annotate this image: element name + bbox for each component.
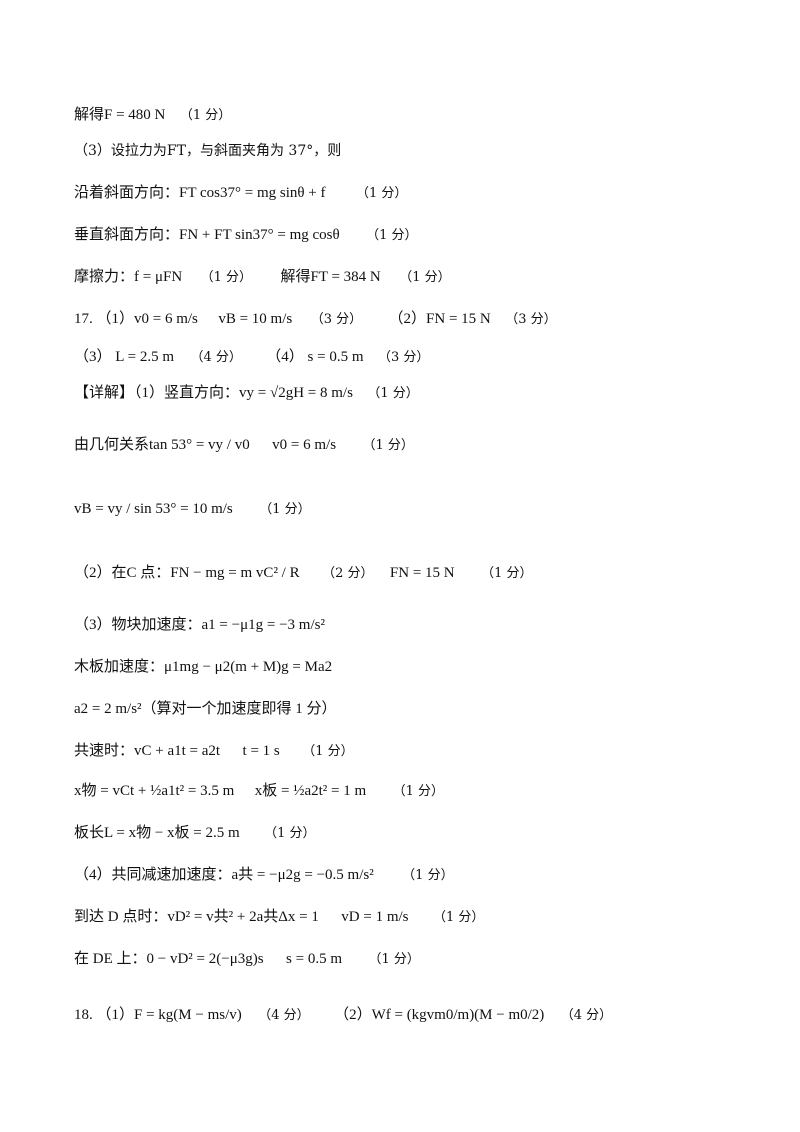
equation: 17. （1）v0 = 6 m/s bbox=[74, 311, 198, 327]
equation: （4） s = 0.5 m bbox=[266, 349, 364, 365]
score: （1 分） bbox=[392, 784, 445, 799]
equation: a2 = 2 m/s²（算对一个加速度即得 1 分） bbox=[74, 701, 337, 717]
equation: 板长L = x物 − x板 = 2.5 m bbox=[74, 825, 240, 841]
score: （4 分） bbox=[560, 1008, 613, 1023]
score: （3 分） bbox=[310, 312, 363, 327]
line-12: （3）物块加速度：a1 = −μ1g = −3 m/s² bbox=[74, 614, 325, 636]
line-7: （3） L = 2.5 m （4 分） （4） s = 0.5 m （3 分） bbox=[74, 346, 429, 369]
line-15: 共速时：vC + a1t = a2t t = 1 s （1 分） bbox=[74, 740, 354, 763]
equation: v0 = 6 m/s bbox=[272, 437, 337, 453]
score: （3 分） bbox=[505, 312, 557, 327]
equation: （2）Wf = (kgvm0/m)(M − m0/2) bbox=[334, 1007, 545, 1023]
line-5: 摩擦力：f = μFN （1 分） 解得FT = 384 N （1 分） bbox=[74, 266, 451, 289]
equation: 18. （1）F = kg(M − ms/v) bbox=[74, 1007, 242, 1023]
equation: t = 1 s bbox=[242, 743, 280, 759]
equation: 共速时：vC + a1t = a2t bbox=[74, 743, 221, 759]
score: （1 分） bbox=[481, 566, 533, 581]
score: （1 分） bbox=[259, 502, 311, 517]
equation: 木板加速度：μ1mg − μ2(m + M)g = Ma2 bbox=[74, 659, 333, 675]
equation: 垂直斜面方向：FN + FT sin37° = mg cosθ bbox=[74, 227, 340, 243]
equation: （3） L = 2.5 m bbox=[74, 349, 174, 365]
score: （1 分） bbox=[302, 744, 354, 759]
equation: s = 0.5 m bbox=[286, 951, 342, 967]
line-16: x物 = vCt + ½a1t² = 3.5 m x板 = ½a2t² = 1 … bbox=[74, 780, 444, 803]
score: （1 分） bbox=[368, 952, 420, 967]
text: （3）设拉力为FT，与斜面夹角为 37°，则 bbox=[74, 143, 342, 159]
line-8: 【详解】（1）竖直方向：vy = √2gH = 8 m/s （1 分） bbox=[74, 382, 419, 405]
line-2: （3）设拉力为FT，与斜面夹角为 37°，则 bbox=[74, 140, 341, 162]
line-3: 沿着斜面方向：FT cos37° = mg sinθ + f （1 分） bbox=[74, 182, 407, 205]
equation: 解得FT = 384 N bbox=[280, 269, 381, 285]
score: （1 分） bbox=[200, 270, 253, 285]
score: （4 分） bbox=[190, 350, 242, 365]
equation: 摩擦力：f = μFN bbox=[74, 269, 183, 285]
score: （1 分） bbox=[264, 826, 316, 841]
equation: x物 = vCt + ½a1t² = 3.5 m bbox=[74, 783, 235, 799]
equation: FN = 15 N bbox=[389, 565, 455, 581]
equation: 沿着斜面方向：FT cos37° = mg sinθ + f bbox=[74, 185, 326, 201]
equation: 在 DE 上：0 − vD² = 2(−μ3g)s bbox=[74, 951, 264, 967]
equation: vB = 10 m/s bbox=[218, 311, 293, 327]
score: （1 分） bbox=[402, 868, 454, 883]
line-20: 在 DE 上：0 − vD² = 2(−μ3g)s s = 0.5 m （1 分… bbox=[74, 948, 420, 971]
equation: （2）在C 点：FN − mg = m vC² / R bbox=[74, 565, 300, 581]
equation: 由几何关系tan 53° = vy / v0 bbox=[74, 437, 250, 453]
score: （3 分） bbox=[377, 350, 430, 365]
line-9: 由几何关系tan 53° = vy / v0 v0 = 6 m/s （1 分） bbox=[74, 434, 414, 457]
score: （1 分） bbox=[355, 186, 408, 201]
equation: vD = 1 m/s bbox=[341, 909, 409, 925]
equation: 【详解】（1）竖直方向：vy = √2gH = 8 m/s bbox=[74, 385, 353, 401]
score: （1 分） bbox=[399, 270, 451, 285]
equation: （2）FN = 15 N bbox=[388, 311, 491, 327]
score: （4 分） bbox=[258, 1008, 310, 1023]
line-14: a2 = 2 m/s²（算对一个加速度即得 1 分） bbox=[74, 698, 337, 720]
line-13: 木板加速度：μ1mg − μ2(m + M)g = Ma2 bbox=[74, 656, 332, 678]
equation: vB = vy / sin 53° = 10 m/s bbox=[74, 501, 233, 517]
line-19: 到达 D 点时：vD² = v共² + 2a共Δx = 1 vD = 1 m/s… bbox=[74, 906, 484, 929]
score: （1 分） bbox=[367, 386, 419, 401]
line-21: 18. （1）F = kg(M − ms/v) （4 分） （2）Wf = (k… bbox=[74, 1004, 612, 1027]
score: （2 分） bbox=[322, 566, 374, 581]
equation: 解得F = 480 N bbox=[74, 107, 166, 123]
equation: （3）物块加速度：a1 = −μ1g = −3 m/s² bbox=[74, 617, 325, 633]
line-11: （2）在C 点：FN − mg = m vC² / R （2 分） FN = 1… bbox=[74, 562, 533, 585]
line-6: 17. （1）v0 = 6 m/s vB = 10 m/s （3 分） （2）F… bbox=[74, 308, 557, 331]
score: （1 分） bbox=[432, 910, 485, 925]
score: （1 分） bbox=[362, 438, 414, 453]
line-10: vB = vy / sin 53° = 10 m/s （1 分） bbox=[74, 498, 311, 521]
score: （1 分） bbox=[179, 108, 232, 123]
line-18: （4）共同减速加速度：a共 = −μ2g = −0.5 m/s² （1 分） bbox=[74, 864, 454, 887]
line-17: 板长L = x物 − x板 = 2.5 m （1 分） bbox=[74, 822, 316, 845]
equation: 到达 D 点时：vD² = v共² + 2a共Δx = 1 bbox=[74, 909, 319, 925]
equation: x板 = ½a2t² = 1 m bbox=[254, 783, 367, 799]
equation: （4）共同减速加速度：a共 = −μ2g = −0.5 m/s² bbox=[74, 867, 374, 883]
line-4: 垂直斜面方向：FN + FT sin37° = mg cosθ （1 分） bbox=[74, 224, 418, 247]
line-1: 解得F = 480 N （1 分） bbox=[74, 104, 231, 127]
score: （1 分） bbox=[366, 228, 418, 243]
